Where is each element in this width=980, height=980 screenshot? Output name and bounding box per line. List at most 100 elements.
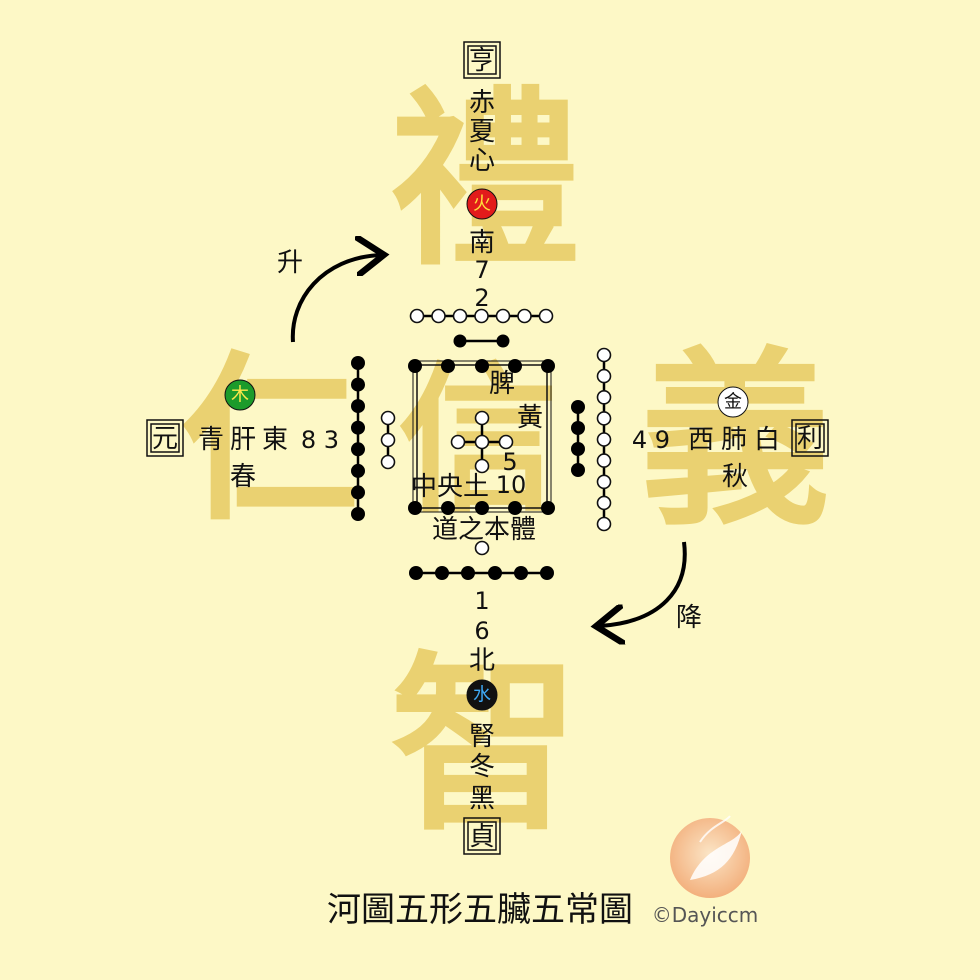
seal-east-text: 元 — [152, 424, 178, 454]
north-one-white-dot — [474, 540, 490, 556]
center-white-dot — [474, 434, 490, 450]
south-number-two: 2 — [474, 284, 489, 312]
virtue-east: 仁 — [180, 335, 360, 546]
east-color: 青 — [198, 425, 224, 455]
east-numbers: 8 3 — [301, 426, 339, 454]
center-dot — [441, 359, 455, 373]
seal-north-outer — [463, 817, 501, 855]
virtue-south: 禮 — [390, 69, 580, 292]
center-earth-label: 中央土 — [411, 472, 489, 502]
west-white-dot — [596, 495, 612, 511]
rise-arrow — [290, 255, 380, 343]
north-color: 黑 — [469, 784, 495, 814]
east-black-dot — [351, 463, 365, 478]
north-number-six: 6 — [474, 617, 489, 645]
east-black-dot — [351, 399, 365, 414]
east-black-dot — [351, 377, 365, 392]
center-dot — [541, 359, 555, 373]
center-dot — [408, 501, 422, 515]
west-element-badge — [717, 386, 749, 418]
watermark-logo — [670, 815, 750, 898]
east-direction: 東 — [262, 425, 288, 455]
center-organ: 脾 — [489, 369, 515, 399]
south-black-dot — [496, 334, 510, 348]
seal-east-outer — [146, 419, 184, 457]
center-white-dot — [498, 434, 514, 450]
north-black-dot — [435, 566, 449, 580]
diagram-title: 河圖五形五臟五常圖 — [327, 890, 633, 930]
south-white-dot — [452, 308, 468, 324]
west-white-dot — [596, 389, 612, 405]
south-color: 赤 — [469, 88, 495, 118]
east-element-badge — [224, 379, 256, 411]
center-number-ten: 10 — [496, 471, 527, 499]
virtue-north: 智 — [390, 634, 580, 857]
seal-south-text: 亨 — [469, 46, 495, 76]
west-black-dot — [571, 421, 585, 435]
center-dot — [475, 359, 489, 373]
north-six-black-dots — [409, 566, 554, 580]
east-element-text: 木 — [231, 385, 249, 406]
north-element-text: 水 — [473, 685, 491, 706]
center-color: 黃 — [517, 403, 543, 433]
seal-west-inner — [795, 423, 825, 453]
south-organ: 心 — [469, 146, 495, 176]
copyright-text: ©Dayiccm — [652, 903, 759, 927]
east-season: 春 — [230, 462, 256, 492]
west-black-dot — [571, 442, 585, 456]
east-organ: 肝 — [230, 425, 256, 455]
center-dao-label: 道之本體 — [432, 515, 536, 545]
west-black-dot — [571, 400, 585, 414]
center-number-five: 5 — [502, 448, 517, 476]
center-white-dot — [450, 434, 466, 450]
west-numbers: 4 9 — [632, 426, 670, 454]
center-five-cross — [450, 410, 514, 474]
east-white-dot — [380, 410, 396, 426]
seal-west-outer — [791, 419, 829, 457]
east-black-dot — [351, 420, 365, 435]
center-dot — [508, 501, 522, 515]
north-black-dot — [540, 566, 554, 580]
east-white-dot — [380, 432, 396, 448]
north-number-one: 1 — [474, 587, 489, 615]
east-white-dot — [380, 454, 396, 470]
south-white-dot — [431, 308, 446, 324]
north-season: 冬 — [469, 752, 495, 782]
center-dot — [441, 501, 455, 515]
west-season: 秋 — [722, 462, 748, 492]
descend-arrow — [600, 541, 687, 626]
west-nine-white-dots — [596, 347, 612, 532]
south-white-dot — [538, 308, 554, 324]
north-black-dot — [409, 566, 423, 580]
west-white-dot — [596, 368, 612, 384]
center-dot — [408, 359, 422, 373]
center-dot — [508, 359, 522, 373]
south-white-dot — [495, 308, 511, 324]
south-direction: 南 — [469, 228, 495, 258]
south-white-dot — [409, 308, 425, 324]
north-black-dot — [488, 566, 502, 580]
south-black-dot — [453, 334, 467, 348]
north-direction: 北 — [469, 646, 495, 676]
south-number-seven: 7 — [474, 256, 489, 284]
west-white-dot — [596, 474, 612, 490]
seal-east-inner — [150, 423, 180, 453]
west-white-dot — [596, 432, 612, 447]
south-seven-white-dots — [409, 308, 554, 324]
west-white-dot — [596, 516, 612, 532]
east-three-white-dots — [380, 410, 396, 470]
west-white-dot — [596, 453, 612, 468]
east-black-dot — [351, 356, 365, 370]
seal-south-inner — [467, 45, 497, 75]
south-two-black-dots — [453, 334, 510, 348]
south-white-dot — [517, 308, 532, 324]
north-black-dot — [461, 566, 475, 580]
south-element-badge — [466, 188, 498, 220]
east-black-dot — [351, 485, 365, 500]
west-element-text: 金 — [724, 392, 742, 413]
rise-label: 升 — [277, 248, 303, 278]
east-black-dot — [351, 507, 365, 521]
west-direction: 西 — [688, 425, 714, 455]
center-ten-dots — [408, 359, 555, 515]
